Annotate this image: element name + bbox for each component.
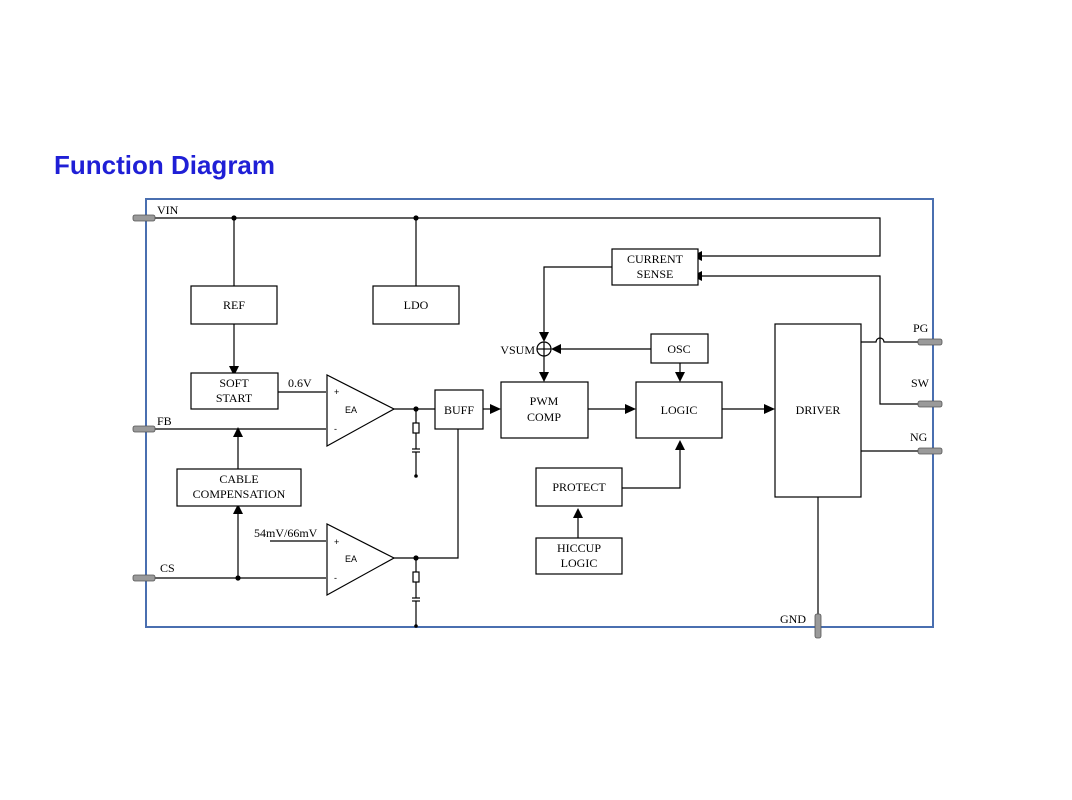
pwm-comp-block [500,381,589,439]
pwm-comp-label-2: COMP [527,410,561,424]
soft-start-block [190,372,279,410]
protect-label: PROTECT [552,480,606,494]
pin-sw-label: SW [911,376,930,390]
ea-amplifier-2 [326,523,396,597]
pin-ng-stub [917,447,943,455]
ea-amplifier-1 [326,374,396,448]
current-sense-label-1: CURRENT [627,252,684,266]
vsum-summing-node [536,341,552,357]
cable-compensation-block [176,468,302,507]
current-sense-label-2: SENSE [637,267,674,281]
osc-block [650,333,709,364]
osc-label: OSC [667,342,690,356]
current-sense-block [611,248,699,286]
ldo-block [372,285,460,325]
hiccup-label-2: LOGIC [561,556,598,570]
ea1-minus: - [334,424,337,434]
pin-vin-label: VIN [157,203,179,217]
cable-comp-label-2: COMPENSATION [193,487,286,501]
pin-pg-stub [917,338,943,346]
ea2-plus: + [334,537,339,547]
pwm-comp-label-1: PWM [530,394,559,408]
pin-cs-label: CS [160,561,175,575]
cs-threshold-label: 54mV/66mV [254,526,318,540]
cable-comp-label-1: CABLE [219,472,258,486]
pin-gnd-label: GND [780,612,806,626]
pin-fb-stub [132,425,156,433]
pin-sw-stub [917,400,943,408]
ref-label: REF [223,298,245,312]
buff-label: BUFF [444,403,474,417]
protect-block [535,467,623,507]
ldo-label: LDO [404,298,429,312]
ref-voltage-label: 0.6V [288,376,312,390]
chip-boundary [145,198,934,628]
pin-vin-stub [132,214,156,222]
arrowheads [229,251,775,518]
pin-pg-label: PG [913,321,929,335]
ea2-minus: - [334,573,337,583]
vsum-label: VSUM [500,343,535,357]
pin-ng-label: NG [910,430,928,444]
comp-resistor-2 [412,571,420,583]
page-title: Function Diagram [54,150,276,180]
hiccup-logic-block [535,537,623,575]
logic-block [635,381,723,439]
pin-gnd-stub [814,613,822,639]
logic-label: LOGIC [661,403,698,417]
wires [148,217,918,626]
ea2-label: EA [345,554,357,564]
soft-start-label-1: SOFT [219,376,249,390]
buff-block [434,389,484,430]
soft-start-label-2: START [216,391,253,405]
pin-stubs [132,214,943,639]
pin-cs-stub [132,574,156,582]
pin-fb-label: FB [157,414,172,428]
hiccup-label-1: HICCUP [557,541,601,555]
comp-resistor-1 [412,422,420,434]
ref-block [190,285,278,325]
ea1-label: EA [345,405,357,415]
ea1-plus: + [334,387,339,397]
driver-label: DRIVER [796,403,841,417]
junction-dots [231,215,419,628]
driver-block [774,323,862,498]
